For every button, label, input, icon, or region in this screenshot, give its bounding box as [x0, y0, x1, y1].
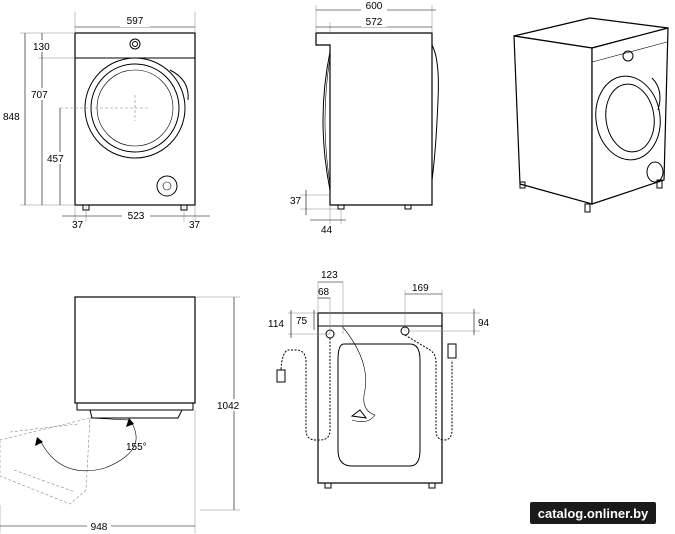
- side-foot-offset-label: 44: [321, 225, 333, 236]
- front-service-hatch: [156, 175, 178, 197]
- front-door-handle: [169, 69, 189, 101]
- top-cabinet: [74, 296, 196, 404]
- top-door-closed: [89, 409, 183, 419]
- side-door-front: [322, 51, 331, 191]
- rear-right-height-label: 94: [478, 318, 490, 329]
- top-view: 155° 1042 948: [0, 296, 243, 533]
- front-top-panel-label: 130: [33, 42, 50, 53]
- rear-power-cable: [341, 325, 376, 422]
- rear-inlet-offset-label: 123: [321, 270, 338, 281]
- rear-view: 123 68 114 75 169 94: [268, 270, 490, 489]
- side-view: 600 572 37 44: [290, 0, 439, 236]
- top-door-swing-arc: [39, 419, 137, 472]
- front-foot-span-label: 523: [128, 211, 145, 222]
- rear-drain-hose: [280, 338, 331, 441]
- front-door-top-label: 707: [31, 90, 48, 101]
- rear-panel-outline: [337, 343, 421, 467]
- perspective-view: [513, 17, 669, 213]
- side-back-hose: [431, 44, 439, 181]
- rear-inlet-height-label: 114: [268, 319, 284, 330]
- iso-front: [591, 27, 669, 205]
- side-depth-total-label: 600: [366, 1, 383, 12]
- rear-inlet-hose: [404, 334, 453, 441]
- top-radius-label: 1042: [217, 401, 240, 412]
- watermark: catalog.onliner.by: [530, 502, 656, 524]
- side-cabinet: [315, 32, 433, 206]
- top-depth-door-open-label: 948: [91, 522, 108, 533]
- top-door-open-outline: [0, 417, 91, 505]
- side-foot-height-label: 37: [290, 196, 302, 207]
- iso-knob: [622, 50, 634, 62]
- rear-cabinet: [317, 312, 443, 484]
- front-width-label: 597: [127, 16, 144, 27]
- iso-side: [513, 35, 593, 205]
- iso-service-hatch: [646, 161, 664, 183]
- iso-door-ring: [595, 75, 661, 161]
- rear-drain-offset-label: 68: [318, 287, 330, 298]
- front-view: 597 130 707 848 457 37 523 37: [2, 12, 210, 231]
- front-cabinet: [74, 32, 196, 206]
- front-height-label: 848: [3, 112, 20, 123]
- rear-drain-height-label: 75: [296, 316, 308, 327]
- side-depth-body-label: 572: [366, 17, 383, 28]
- front-foot-left-label: 37: [72, 220, 84, 231]
- rear-right-offset-label: 169: [412, 283, 429, 294]
- front-program-knob: [129, 38, 141, 50]
- front-door-center-label: 457: [47, 154, 64, 165]
- top-door-angle-label: 155°: [126, 442, 147, 453]
- front-foot-right-label: 37: [189, 220, 201, 231]
- iso-door-glass: [605, 83, 655, 153]
